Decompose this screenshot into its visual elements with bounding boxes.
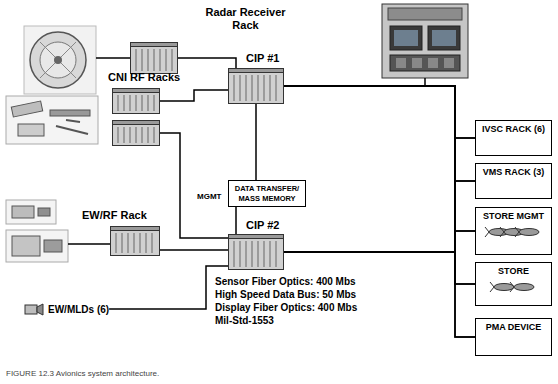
- wire: [424, 78, 426, 86]
- device-label: EW/MLDs (6): [24, 302, 109, 316]
- system-box: STORE MGMT: [475, 207, 552, 255]
- store-picture: [484, 224, 544, 240]
- bus-spec-label: Sensor Fiber Optics: 400 Mbs: [215, 276, 356, 287]
- rack-icon: [112, 88, 160, 114]
- wire: [160, 133, 228, 238]
- system-box: IVSC RACK (6): [475, 120, 552, 156]
- system-box: PMA DEVICE: [475, 318, 552, 356]
- radar-dish-picture: [24, 26, 96, 94]
- rack-unit: CIP #1: [228, 68, 284, 104]
- rack-unit: CNI RF Racks: [112, 88, 160, 114]
- annotation-label: MGMT: [197, 192, 221, 201]
- box-label: DATA TRANSFER/ MASS MEMORY: [232, 184, 302, 203]
- wire: [96, 57, 130, 59]
- rack-icon: [228, 234, 284, 270]
- rack-icon: [110, 226, 160, 256]
- connector: [284, 86, 475, 284]
- store-picture: [484, 279, 544, 295]
- connector: [284, 231, 475, 252]
- ew-rf-picture: [6, 200, 68, 262]
- figure-caption: FIGURE 12.3 Avionics system architecture…: [6, 369, 159, 378]
- connector: [235, 207, 237, 234]
- connector: [109, 266, 228, 309]
- wire: [68, 243, 110, 245]
- device-icon: [24, 302, 44, 316]
- rack-label: CIP #1: [246, 52, 279, 65]
- system-box: VMS RACK (3): [475, 163, 552, 199]
- rack-unit: Radar Receiver Rack: [130, 42, 178, 74]
- bus-spec-label: High Speed Data Bus: 50 Mbs: [215, 289, 356, 300]
- connector: [160, 90, 228, 101]
- rack-icon: [228, 68, 284, 104]
- connector: [284, 86, 475, 231]
- cockpit-picture: [382, 4, 468, 78]
- connector: [255, 104, 257, 180]
- connector: [284, 181, 475, 252]
- connector: [160, 249, 228, 251]
- rack-label: Radar Receiver Rack: [198, 6, 293, 32]
- device-text: EW/MLDs (6): [48, 304, 109, 315]
- rack-label: CNI RF Racks: [108, 71, 180, 84]
- box-label: IVSC RACK (6): [479, 124, 548, 135]
- connector: [284, 86, 475, 181]
- bus-spec-label: Mil-Std-1553: [215, 315, 274, 326]
- box-label: PMA DEVICE: [479, 322, 548, 333]
- rack-label: EW/RF Rack: [82, 209, 147, 222]
- connector: [284, 86, 475, 138]
- rack-unit: CIP #2: [228, 234, 284, 270]
- system-box: STORE: [475, 262, 552, 306]
- box-label: VMS RACK (3): [479, 167, 548, 178]
- box-label: STORE MGMT: [479, 211, 548, 222]
- box-label: STORE: [479, 266, 548, 277]
- rack-label: CIP #2: [246, 219, 279, 232]
- rack-icon: [113, 121, 160, 146]
- rack-unit: EW/RF Rack: [110, 226, 160, 256]
- connector: [284, 138, 475, 252]
- system-box: DATA TRANSFER/ MASS MEMORY: [228, 180, 306, 207]
- connector: [178, 58, 236, 68]
- rack-icon: [130, 42, 178, 74]
- bus-spec-label: Display Fiber Optics: 400 Mbs: [215, 302, 357, 313]
- antenna-picture: [6, 96, 98, 144]
